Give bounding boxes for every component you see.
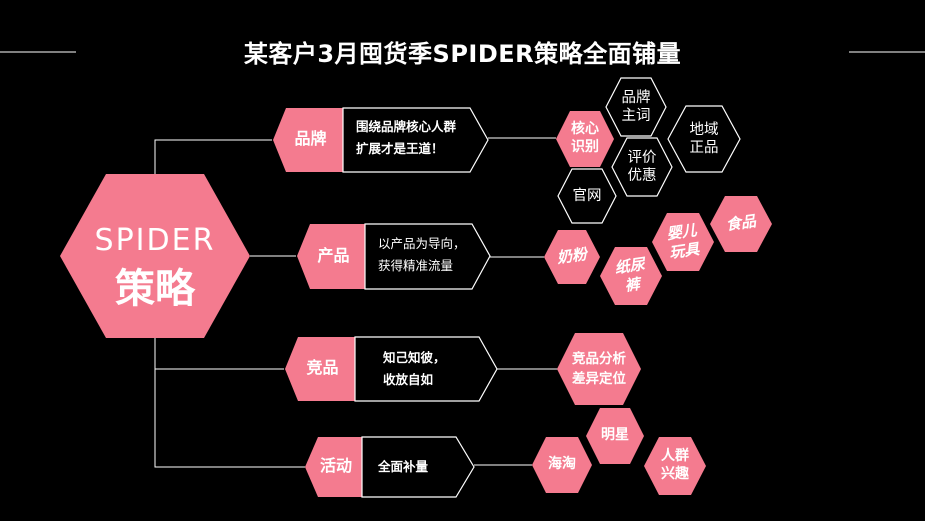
node-brand-review (611, 137, 673, 197)
connector-brand (154, 139, 272, 178)
node-activity-interest (644, 437, 706, 495)
branch-brand-label: 品牌 (294, 129, 327, 148)
node-activity-star (586, 408, 644, 464)
branch-activity-desc-box (361, 436, 475, 498)
branch-competitor-desc: 知己知彼， 收放自如 (383, 350, 446, 387)
branch-product-desc-box (364, 223, 491, 290)
branch-activity-desc: 全面补量 (378, 459, 429, 474)
node-competitor-analysis (557, 333, 641, 405)
node-brand-core (556, 111, 614, 167)
node-activity-haitao-label: 海淘 (548, 456, 576, 472)
branch-brand-box (273, 108, 343, 172)
branch-brand-desc: 围绕品牌核心人群 扩展才是王道！ (356, 119, 457, 156)
node-activity-interest-label: 人群 兴趣 (661, 448, 689, 482)
node-activity-star-label: 明星 (601, 427, 629, 443)
branch-activity-label: 活动 (319, 456, 352, 475)
node-brand-keyword (605, 77, 667, 137)
node-brand-core-label: 核心 识别 (571, 121, 599, 155)
node-product-food (710, 196, 772, 252)
connector-trunk (154, 338, 305, 468)
node-brand-region-label: 地域 正品 (689, 122, 719, 157)
branch-product-label: 产品 (317, 246, 350, 265)
hub-label-zh: 策略 (115, 266, 195, 312)
node-brand-keyword-label: 品牌 主词 (621, 90, 651, 125)
hub-hexagon (60, 174, 250, 338)
node-product-diaper (600, 247, 662, 305)
branch-activity-box (305, 437, 362, 497)
node-competitor-analysis-label: 竞品分析 差异定位 (572, 351, 626, 387)
node-brand-official-label: 官网 (572, 188, 602, 204)
branch-competitor-box (285, 337, 355, 401)
node-brand-review-label: 评价 优惠 (627, 150, 657, 185)
branch-product-box (297, 224, 365, 289)
branch-competitor-desc-box (354, 336, 498, 402)
node-product-toy (652, 213, 714, 271)
hub-label-en: SPIDER (94, 223, 216, 258)
page-title: 某客户3月囤货季SPIDER策略全面铺量 (243, 40, 682, 68)
node-brand-official (557, 168, 617, 224)
node-activity-haitao (532, 437, 592, 493)
branch-product-desc: 以产品为导向， 获得精准流量 (378, 236, 466, 273)
node-brand-region (667, 105, 741, 173)
node-product-milk (544, 230, 600, 284)
branch-competitor-label: 竞品 (306, 358, 339, 377)
branch-brand-desc-box (342, 107, 489, 173)
